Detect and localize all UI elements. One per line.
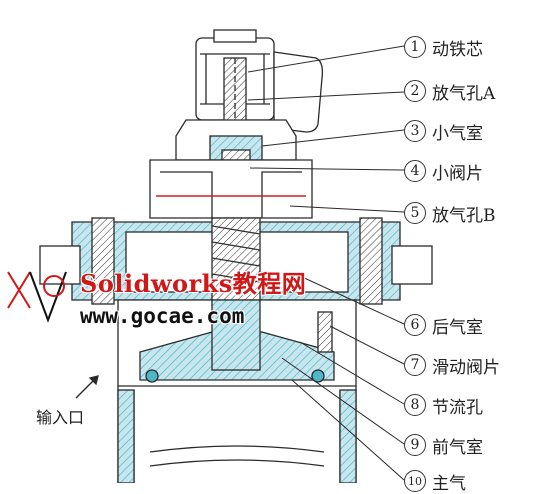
callout-label-2: 放气孔A — [432, 84, 496, 104]
callout-number-2: 2 — [404, 80, 426, 102]
callout-number-7: 7 — [404, 354, 426, 376]
callout-label-6: 后气室 — [432, 318, 483, 338]
leader-lines — [247, 45, 405, 481]
inlet-label: 输入口 — [36, 408, 85, 427]
outlet-pipe — [117, 386, 357, 483]
valve-diagram: 1 动铁芯 2 放气孔A 3 小气室 4 小阀片 5 放气孔B 6 后气室 7 … — [7, 29, 500, 494]
callout-label-1: 动铁芯 — [432, 40, 483, 60]
connector-plug — [273, 51, 324, 133]
callout-label-7: 滑动阀片 — [432, 358, 500, 378]
callout-label-3: 小气室 — [432, 124, 483, 144]
callout-label-5: 放气孔B — [432, 206, 496, 226]
coil-top-cap — [213, 29, 257, 43]
valve-cross-section — [7, 29, 433, 484]
callout-number-8: 8 — [404, 394, 426, 416]
callout-number-1: 1 — [404, 36, 426, 58]
callout-label-9: 前气室 — [432, 438, 483, 458]
callout-number-10: 10 — [404, 470, 426, 492]
watermark-url: www.gocae.com — [80, 304, 245, 328]
kv-logo-icon — [7, 271, 67, 323]
callout-number-5: 5 — [404, 202, 426, 224]
callout-number-9: 9 — [404, 434, 426, 456]
callout-number-6: 6 — [404, 314, 426, 336]
callout-number-3: 3 — [404, 120, 426, 142]
callout-label-4: 小阀片 — [432, 164, 483, 184]
callout-label-8: 节流孔 — [432, 398, 483, 418]
watermark-brand: Solidworks教程网 — [80, 269, 307, 298]
callout-number-4: 4 — [404, 160, 426, 182]
callout-label-10: 主气 — [432, 474, 466, 494]
upper-cover — [149, 159, 313, 219]
small-disc — [221, 149, 251, 161]
